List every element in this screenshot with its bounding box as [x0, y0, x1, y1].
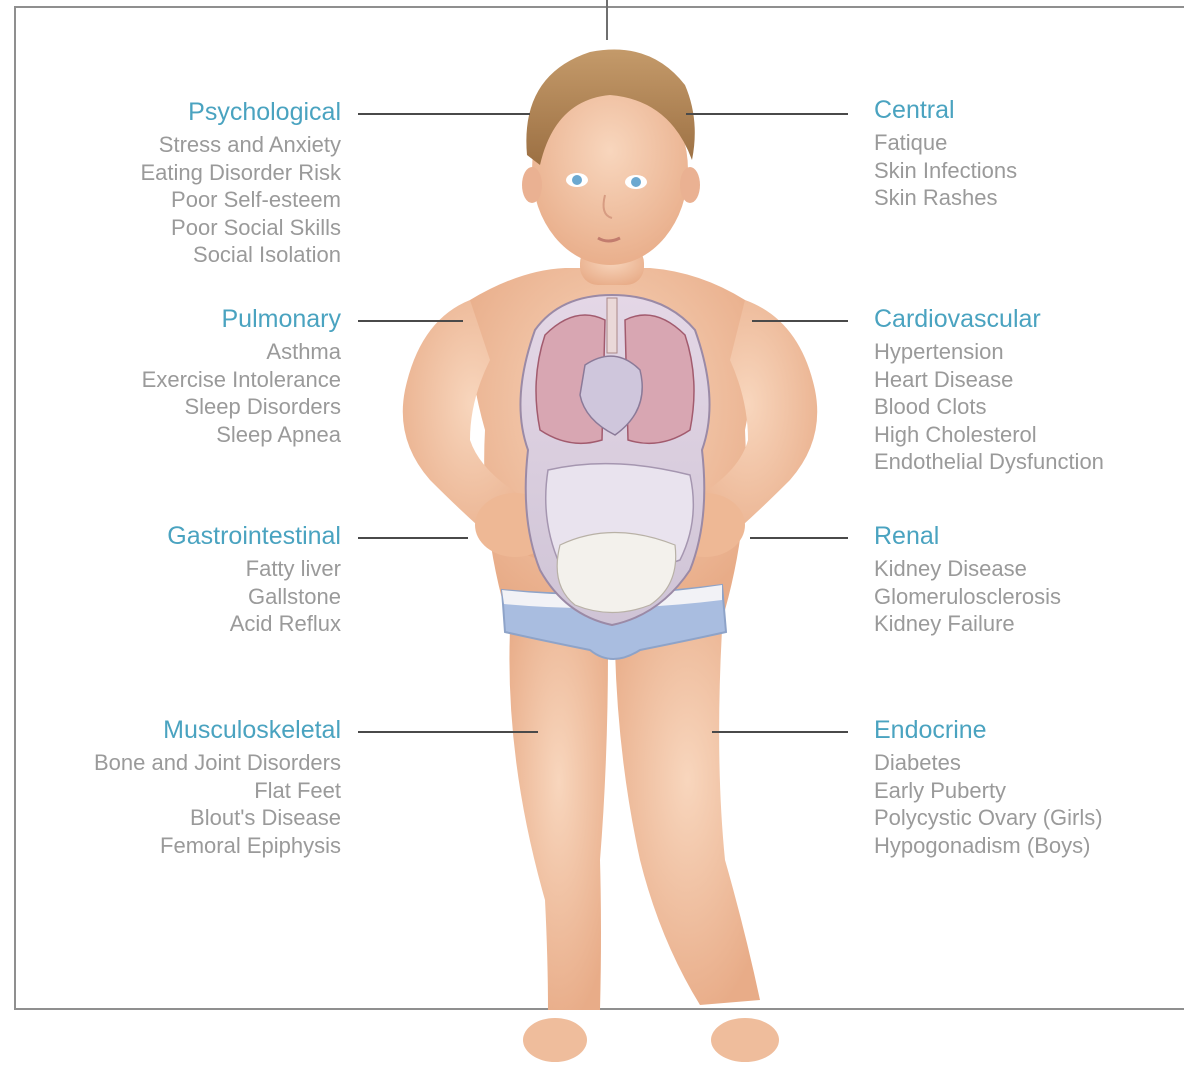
group-item: Heart Disease [874, 366, 1104, 394]
group-item: Kidney Failure [874, 610, 1061, 638]
group-item: Glomerulosclerosis [874, 583, 1061, 611]
group-title: Gastrointestinal [167, 521, 341, 551]
connector-central [686, 113, 848, 115]
group-title: Endocrine [874, 715, 1103, 745]
group-title: Central [874, 95, 1017, 125]
group-musculoskeletal: Musculoskeletal Bone and Joint Disorders… [94, 715, 341, 859]
group-cardiovascular: Cardiovascular Hypertension Heart Diseas… [874, 304, 1104, 476]
group-title: Cardiovascular [874, 304, 1104, 334]
group-item: Early Puberty [874, 777, 1103, 805]
group-item: Asthma [142, 338, 341, 366]
group-item: Fatty liver [167, 555, 341, 583]
group-item: Femoral Epiphysis [94, 832, 341, 860]
group-item: Poor Self-esteem [140, 186, 341, 214]
group-item: Skin Rashes [874, 184, 1017, 212]
connector-psychological [358, 113, 530, 115]
group-item: Poor Social Skills [140, 214, 341, 242]
group-item: Diabetes [874, 749, 1103, 777]
group-item: Fatique [874, 129, 1017, 157]
group-item: Blout's Disease [94, 804, 341, 832]
group-item: Skin Infections [874, 157, 1017, 185]
group-item: Social Isolation [140, 241, 341, 269]
group-item: Exercise Intolerance [142, 366, 341, 394]
connector-renal [750, 537, 848, 539]
group-item: Hypertension [874, 338, 1104, 366]
group-item: Kidney Disease [874, 555, 1061, 583]
group-item: Stress and Anxiety [140, 131, 341, 159]
group-item: Bone and Joint Disorders [94, 749, 341, 777]
connector-endocrine [712, 731, 848, 733]
group-central: Central Fatique Skin Infections Skin Ras… [874, 95, 1017, 212]
connector-cardiovascular [752, 320, 848, 322]
group-item: Sleep Apnea [142, 421, 341, 449]
group-item: Hypogonadism (Boys) [874, 832, 1103, 860]
group-title: Psychological [140, 97, 341, 127]
group-endocrine: Endocrine Diabetes Early Puberty Polycys… [874, 715, 1103, 859]
internal-organs [520, 295, 709, 625]
group-item: Flat Feet [94, 777, 341, 805]
group-item: Gallstone [167, 583, 341, 611]
connector-pulmonary [358, 320, 463, 322]
group-renal: Renal Kidney Disease Glomerulosclerosis … [874, 521, 1061, 638]
head [522, 49, 700, 265]
group-title: Musculoskeletal [94, 715, 341, 745]
group-item: Sleep Disorders [142, 393, 341, 421]
group-item: Endothelial Dysfunction [874, 448, 1104, 476]
group-item: Acid Reflux [167, 610, 341, 638]
group-gastrointestinal: Gastrointestinal Fatty liver Gallstone A… [167, 521, 341, 638]
group-pulmonary: Pulmonary Asthma Exercise Intolerance Sl… [142, 304, 341, 448]
group-item: High Cholesterol [874, 421, 1104, 449]
legs [509, 630, 779, 1062]
group-psychological: Psychological Stress and Anxiety Eating … [140, 97, 341, 269]
connector-gastrointestinal [358, 537, 468, 539]
group-item: Polycystic Ovary (Girls) [874, 804, 1103, 832]
group-item: Eating Disorder Risk [140, 159, 341, 187]
group-item: Blood Clots [874, 393, 1104, 421]
connector-musculoskeletal [358, 731, 538, 733]
group-title: Pulmonary [142, 304, 341, 334]
group-title: Renal [874, 521, 1061, 551]
